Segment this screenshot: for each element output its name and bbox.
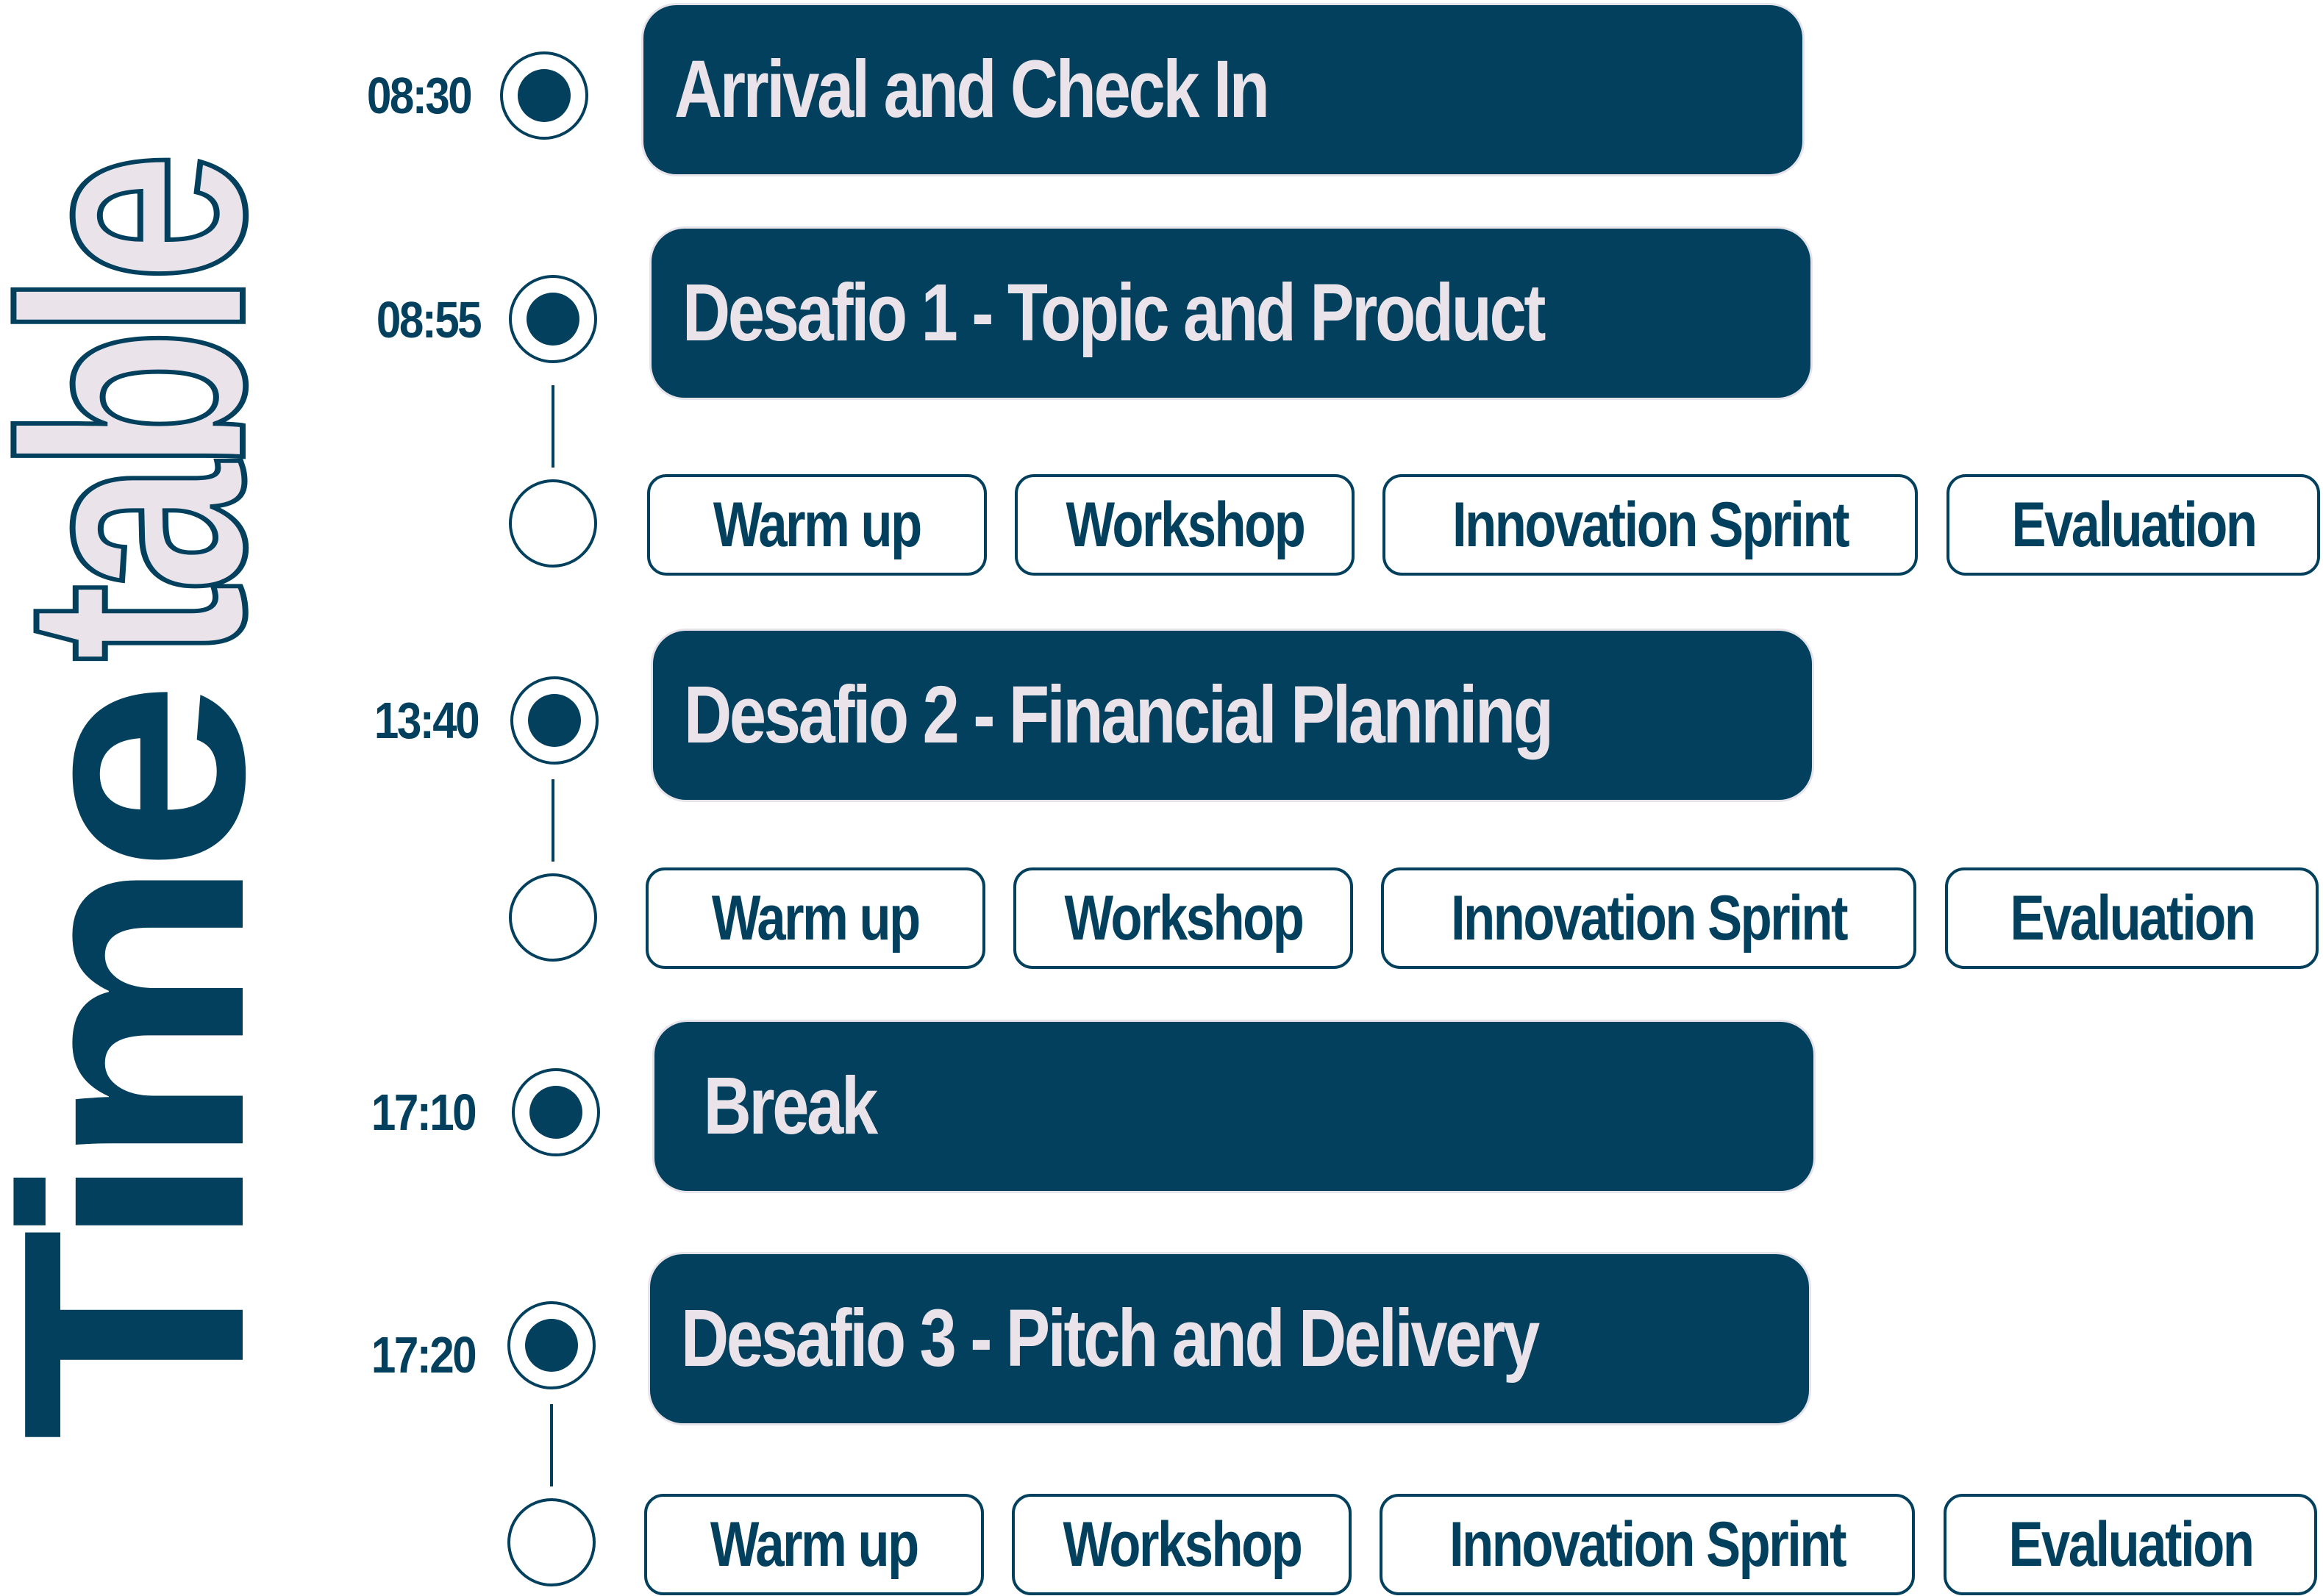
activity-pill-workshop: Workshop bbox=[1012, 1494, 1352, 1595]
event-time: 17:10 bbox=[371, 1084, 477, 1141]
activity-pill-warm-up: Warm up bbox=[644, 1494, 984, 1595]
activity-pill-innovation-sprint: Innovation Sprint bbox=[1381, 867, 1916, 969]
event-label: Desafio 1 - Topic and Product bbox=[682, 268, 1546, 358]
event-label: Desafio 3 - Pitch and Delivery bbox=[681, 1293, 1540, 1384]
activity-row-desafio2: Warm up Workshop Innovation Sprint Evalu… bbox=[646, 867, 2321, 969]
title-part-table: table bbox=[0, 158, 310, 662]
event-bar-desafio1: Desafio 1 - Topic and Product bbox=[649, 226, 1813, 400]
activity-pill-evaluation: Evaluation bbox=[1944, 1494, 2317, 1595]
activity-row-desafio1: Warm up Workshop Innovation Sprint Evalu… bbox=[647, 474, 2322, 576]
activity-pill-evaluation: Evaluation bbox=[1946, 474, 2320, 576]
event-label: Arrival and Check In bbox=[674, 44, 1270, 135]
activity-label: Evaluation bbox=[2008, 1509, 2254, 1580]
activity-label: Workshop bbox=[1064, 883, 1304, 953]
activity-label: Warm up bbox=[712, 883, 921, 953]
activity-row-desafio3: Warm up Workshop Innovation Sprint Evalu… bbox=[644, 1494, 2319, 1595]
activity-pill-workshop: Workshop bbox=[1015, 474, 1355, 576]
timeline-node bbox=[510, 676, 599, 765]
activity-label: Evaluation bbox=[2010, 883, 2255, 953]
timeline-node-sub bbox=[509, 479, 597, 568]
activity-pill-workshop: Workshop bbox=[1013, 867, 1353, 969]
event-time: 13:40 bbox=[374, 692, 480, 749]
event-label: Break bbox=[703, 1061, 879, 1151]
timeline-node bbox=[507, 1301, 596, 1389]
timeline-node bbox=[509, 275, 597, 363]
activity-label: Innovation Sprint bbox=[1449, 1509, 1846, 1580]
event-time: 08:30 bbox=[366, 67, 473, 124]
title-part-time: Time bbox=[0, 689, 310, 1441]
activity-pill-innovation-sprint: Innovation Sprint bbox=[1380, 1494, 1915, 1595]
event-time: 17:20 bbox=[371, 1326, 477, 1384]
activity-label: Evaluation bbox=[2011, 490, 2257, 560]
timetable-title: Time table bbox=[0, 155, 313, 1441]
event-label: Desafio 2 - Financial Planning bbox=[684, 670, 1554, 760]
activity-pill-warm-up: Warm up bbox=[647, 474, 987, 576]
activity-label: Workshop bbox=[1063, 1509, 1302, 1580]
activity-label: Warm up bbox=[710, 1509, 919, 1580]
activity-pill-innovation-sprint: Innovation Sprint bbox=[1382, 474, 1918, 576]
event-time: 08:55 bbox=[376, 291, 482, 348]
timeline-node bbox=[512, 1068, 600, 1156]
timeline-node bbox=[500, 51, 588, 140]
event-bar-break: Break bbox=[652, 1020, 1816, 1193]
timetable-title-graphic: Time table bbox=[0, 155, 313, 1441]
event-bar-desafio3: Desafio 3 - Pitch and Delivery bbox=[648, 1252, 1811, 1425]
activity-label: Warm up bbox=[713, 490, 922, 560]
event-bar-arrival: Arrival and Check In bbox=[641, 3, 1805, 176]
timeline-node-sub bbox=[509, 873, 597, 962]
activity-pill-evaluation: Evaluation bbox=[1945, 867, 2319, 969]
timeline-connector bbox=[552, 779, 554, 862]
event-bar-desafio2: Desafio 2 - Financial Planning bbox=[651, 629, 1814, 802]
activity-pill-warm-up: Warm up bbox=[646, 867, 985, 969]
activity-label: Workshop bbox=[1066, 490, 1305, 560]
timeline-connector bbox=[552, 385, 554, 468]
activity-label: Innovation Sprint bbox=[1452, 490, 1849, 560]
activity-label: Innovation Sprint bbox=[1451, 883, 1848, 953]
timeline-connector bbox=[550, 1404, 553, 1486]
timeline-node-sub bbox=[507, 1498, 596, 1586]
